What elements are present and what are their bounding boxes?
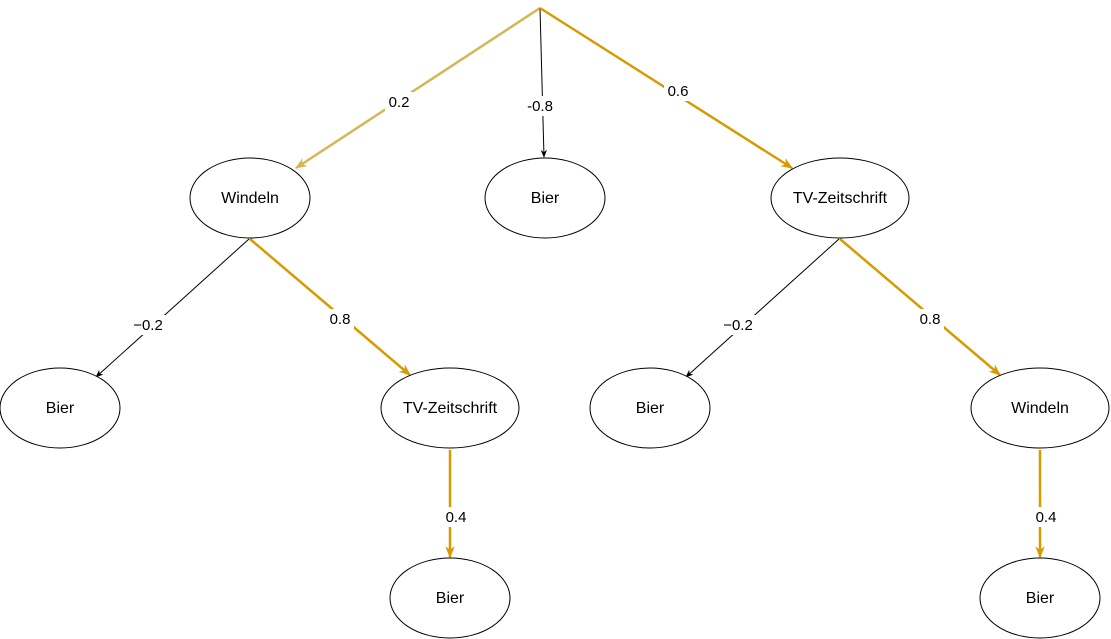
edge-label-minus-0-2-right: −0.2 [718,315,758,335]
svg-text:0.4: 0.4 [446,509,467,526]
edge-label-0-4-left: 0.4 [442,507,470,527]
node-tv-zeitschrift-left[interactable]: TV-Zeitschrift [380,367,520,449]
svg-text:Bier: Bier [46,400,75,417]
svg-text:0.2: 0.2 [389,94,410,111]
svg-text:-0.8: -0.8 [527,98,553,115]
edge-label-minus-0-2-left: −0.2 [128,315,168,335]
node-bier-left[interactable]: Bier [0,367,121,449]
node-bier-leaf-left[interactable]: Bier [389,557,511,639]
edge-label-0-2: 0.2 [385,92,413,112]
node-tv-zeitschrift[interactable]: TV-Zeitschrift [770,157,910,239]
svg-text:Windeln: Windeln [221,190,279,207]
svg-text:0.8: 0.8 [330,311,351,328]
node-windeln[interactable]: Windeln [189,157,311,239]
edge-label-0-4-right: 0.4 [1032,507,1060,527]
edge-label-0-8-right: 0.8 [916,309,944,329]
edge-windeln-bier [95,238,250,378]
edge-tv-zeitschrift-bier [685,238,840,378]
edge-label-0-8-left: 0.8 [326,309,354,329]
svg-text:−0.2: −0.2 [133,317,163,334]
edge-tv-zeitschrift-windeln [839,238,1001,376]
node-bier-middle[interactable]: Bier [589,367,711,449]
svg-text:Bier: Bier [436,590,465,607]
svg-text:0.4: 0.4 [1036,509,1057,526]
edge-label-minus-0-8: -0.8 [522,96,558,116]
svg-text:Windeln: Windeln [1011,400,1069,417]
svg-text:−0.2: −0.2 [723,317,753,334]
svg-text:Bier: Bier [636,400,665,417]
svg-text:TV-Zeitschrift: TV-Zeitschrift [403,400,498,417]
svg-text:0.6: 0.6 [668,83,689,100]
edge-windeln-tv-zeitschrift [249,238,411,376]
edge-root-bier [539,7,548,158]
edge-root-windeln [294,6,541,170]
svg-text:Bier: Bier [1026,590,1055,607]
node-bier-leaf-right[interactable]: Bier [979,557,1101,639]
svg-text:TV-Zeitschrift: TV-Zeitschrift [793,190,888,207]
svg-text:0.8: 0.8 [920,311,941,328]
edge-label-0-6: 0.6 [664,81,692,101]
svg-text:Bier: Bier [531,190,560,207]
node-bier-root[interactable]: Bier [484,157,606,239]
node-windeln-right[interactable]: Windeln [970,367,1110,449]
